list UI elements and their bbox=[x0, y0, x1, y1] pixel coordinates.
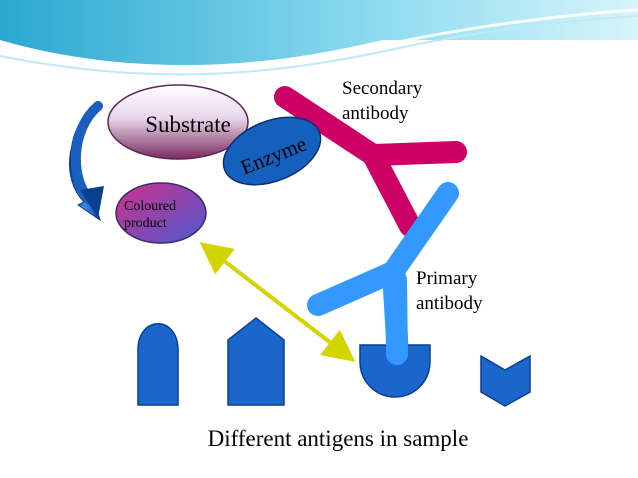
secondary-antibody-stem bbox=[362, 144, 421, 237]
antigen-house bbox=[227, 317, 285, 406]
primary-antibody-label-line2: antibody bbox=[416, 293, 483, 314]
secondary-antibody-arm-left bbox=[274, 86, 384, 166]
antigen-rounded bbox=[137, 323, 179, 406]
primary-antibody-stem-front bbox=[385, 269, 408, 365]
coloured-product-label-line2: product bbox=[124, 216, 167, 231]
conversion-curved-arrow-body bbox=[70, 101, 103, 205]
primary-antibody-label-line1: Primary bbox=[416, 268, 478, 289]
header-wave-main bbox=[0, 0, 638, 65]
primary-antibody-arm-upper bbox=[382, 182, 459, 283]
secondary-antibody bbox=[274, 86, 467, 237]
caption: Different antigens in sample bbox=[208, 426, 469, 451]
enzyme-ellipse bbox=[222, 116, 322, 186]
conversion-arrow-head bbox=[80, 186, 104, 218]
coloured-product-label-line1: Coloured bbox=[124, 199, 176, 214]
secondary-antibody-label-line2: antibody bbox=[342, 103, 409, 124]
antigen-cup bbox=[359, 344, 431, 398]
antigen-notched bbox=[480, 354, 531, 407]
substrate-ellipse bbox=[107, 84, 249, 160]
secondary-antibody-label-line1: Secondary bbox=[342, 78, 423, 99]
double-headed-arrow bbox=[199, 242, 356, 362]
primary-antibody-arm-lower bbox=[307, 261, 404, 316]
coloured-product-ellipse bbox=[115, 182, 207, 244]
header-wave-highlight bbox=[0, 8, 638, 72]
substrate-label: Substrate bbox=[145, 112, 231, 137]
header-wave bbox=[0, 0, 638, 76]
secondary-antibody-arm-right bbox=[362, 141, 467, 166]
header-wave-line bbox=[0, 15, 638, 76]
